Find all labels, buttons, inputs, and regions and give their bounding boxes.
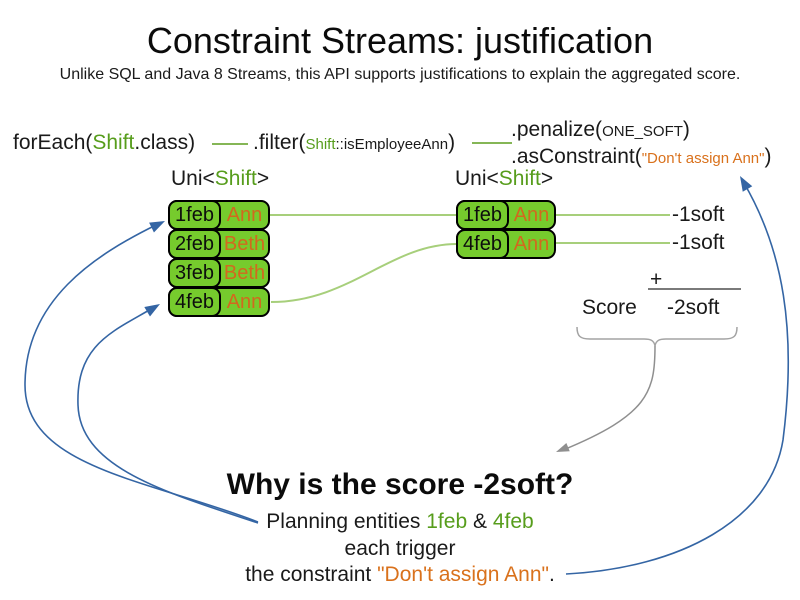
connector-4feb: [270, 243, 458, 303]
right-type-pre: Uni<: [455, 167, 499, 190]
shift-employee: Ann: [226, 203, 263, 226]
explanation-line-2: each trigger: [344, 537, 456, 560]
code-filter-post: ): [448, 131, 456, 154]
filtered-card-4feb: 4feb Ann: [456, 229, 556, 259]
arrow-head-blue-2-icon: [144, 304, 160, 317]
code-penalize: .penalize(ONE_SOFT): [511, 118, 690, 142]
code-penalize-arg: ONE_SOFT: [602, 123, 683, 140]
code-filter: .filter(Shift::isEmployeeAnn): [253, 131, 455, 155]
match-score-1: -1soft: [672, 203, 725, 226]
shift-employee: Beth: [223, 232, 266, 255]
match-score-2: -1soft: [672, 231, 725, 254]
expl-entity-4feb: 4feb: [492, 510, 534, 533]
shift-date: 2feb: [168, 229, 221, 259]
code-foreach-pre: forEach(: [13, 131, 93, 154]
explanation-line-1: Planning entities 1feb & 4feb: [0, 510, 800, 534]
shift-date: 1feb: [456, 200, 509, 230]
left-stream-type: Uni<Shift>: [171, 167, 269, 191]
filtered-card-1feb: 1feb Ann: [456, 200, 556, 230]
arrow-head-blue-3-icon: [740, 176, 753, 192]
shift-employee: Beth: [223, 261, 266, 284]
expl-line1-pre: Planning entities: [266, 510, 427, 533]
left-type-pre: Uni<: [171, 167, 215, 190]
arrow-score-to-why: [562, 345, 656, 451]
arrow-head-gray-icon: [556, 442, 570, 452]
left-type-param: Shift: [214, 167, 257, 190]
code-asconstraint-arg: "Don't assign Ann": [641, 150, 765, 167]
arrow-entity2-to-card: [77, 308, 259, 524]
code-filter-pre: .filter(: [253, 131, 306, 154]
code-asconstraint-pre: .asConstraint(: [511, 145, 642, 168]
shift-employee: Ann: [513, 232, 550, 255]
shift-card-2feb: 2feb Beth: [168, 229, 270, 259]
shift-date: 1feb: [168, 200, 221, 230]
shift-card-4feb: 4feb Ann: [168, 287, 270, 317]
explanation-heading: Why is the score -2soft?: [226, 468, 574, 501]
shift-employee: Ann: [513, 203, 550, 226]
code-penalize-post: ): [682, 118, 690, 141]
code-asconstraint: .asConstraint("Don't assign Ann"): [511, 145, 771, 169]
page-subtitle: Unlike SQL and Java 8 Streams, this API …: [59, 66, 741, 83]
code-filter-class: Shift: [305, 136, 336, 153]
left-type-post: >: [256, 167, 270, 190]
code-foreach: forEach(Shift.class): [13, 131, 195, 155]
shift-card-3feb: 3feb Beth: [168, 258, 270, 288]
expl-constraint-name: "Don't assign Ann": [377, 563, 549, 586]
shift-date: 4feb: [456, 229, 509, 259]
total-score: -2soft: [667, 296, 720, 319]
arrow-head-blue-1-icon: [149, 221, 165, 233]
right-type-param: Shift: [498, 167, 541, 190]
expl-line1-mid: &: [467, 510, 493, 533]
code-foreach-class: Shift: [92, 131, 135, 154]
plus-sign: +: [650, 268, 663, 291]
right-type-post: >: [540, 167, 554, 190]
score-bracket: [576, 326, 738, 347]
expl-line3-pre: the constraint: [245, 563, 378, 586]
shift-card-1feb: 1feb Ann: [168, 200, 270, 230]
arrow-constraint-to-code: [565, 182, 790, 575]
right-stream-type: Uni<Shift>: [455, 167, 553, 191]
shift-employee: Ann: [226, 290, 263, 313]
shift-date: 4feb: [168, 287, 221, 317]
shift-date: 3feb: [168, 258, 221, 288]
code-asconstraint-post: ): [764, 145, 772, 168]
expl-line3-post: .: [548, 563, 555, 586]
code-penalize-pre: .penalize(: [511, 118, 603, 141]
expl-entity-1feb: 1feb: [426, 510, 468, 533]
score-label: Score: [582, 296, 637, 319]
page-title: Constraint Streams: justification: [146, 20, 654, 61]
code-filter-method: ::isEmployeeAnn: [335, 136, 449, 153]
explanation-line-3: the constraint "Don't assign Ann".: [0, 563, 800, 587]
code-foreach-post: .class): [134, 131, 196, 154]
